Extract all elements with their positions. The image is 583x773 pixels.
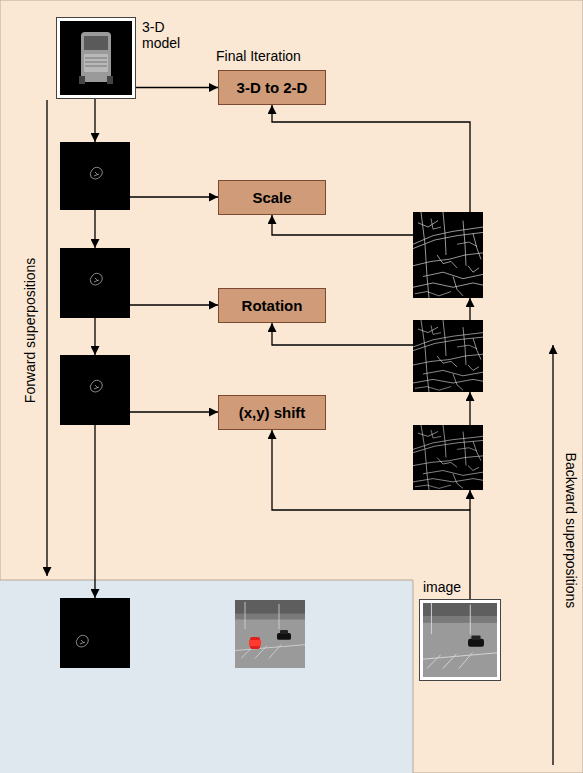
axis-label: Backward superpositions <box>563 452 580 608</box>
edge-image <box>413 212 483 298</box>
input-photo <box>420 600 500 680</box>
box-label: 3-D to 2-D <box>237 79 308 96</box>
truck-model <box>79 32 113 84</box>
box-label: (x,y) shift <box>239 404 306 421</box>
axis-label: Forward superpositions <box>23 257 40 403</box>
process-box: (x,y) shift <box>218 395 326 430</box>
flow-arrows <box>47 98 553 765</box>
box-label: Rotation <box>242 297 303 314</box>
frame-caption: image <box>423 579 461 595</box>
edge-image <box>413 320 483 392</box>
frame-caption: 3-D model <box>142 19 192 51</box>
box-label: Scale <box>252 189 291 206</box>
image-frame: image <box>420 600 500 680</box>
result-photo <box>235 600 305 668</box>
detected-car <box>250 637 260 649</box>
model-frame: 3-D model <box>57 18 135 98</box>
projection-squares <box>60 142 130 668</box>
detected-car <box>249 640 261 646</box>
process-box: Rotation <box>218 288 326 323</box>
iteration-label: Final Iteration <box>216 48 301 65</box>
edge-image <box>413 425 483 490</box>
process-box: Scale <box>218 180 326 215</box>
model-picture <box>57 18 135 98</box>
process-box: 3-D to 2-D <box>218 70 326 105</box>
flow-arrow <box>135 87 218 88</box>
flow-arrow <box>272 430 470 600</box>
